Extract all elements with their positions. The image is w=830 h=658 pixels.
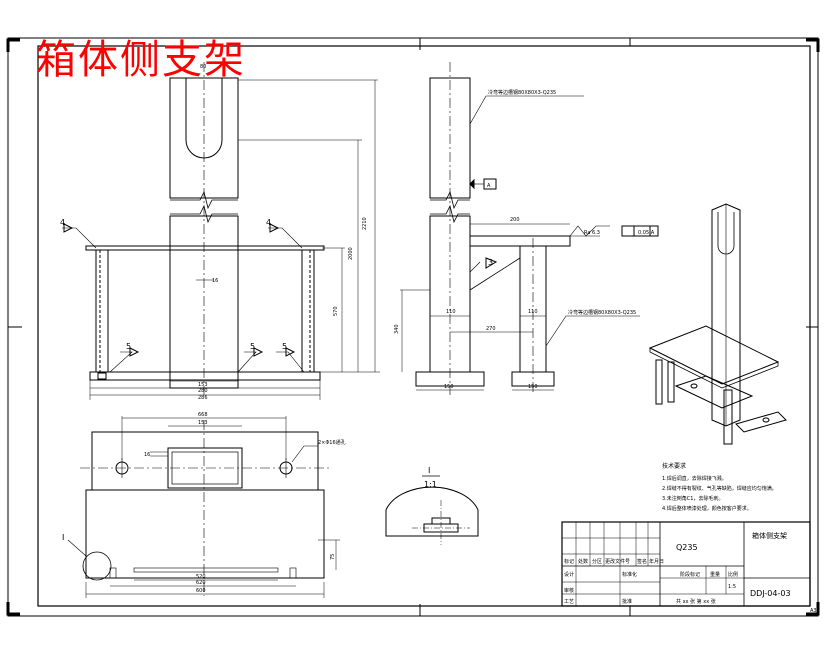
weld-size-4: 5 (250, 342, 255, 351)
tech-notes: 技术要求 1.焊后调直，去除焊接飞溅。 2.焊缝不得有裂纹、气孔等缺陷，焊缝应均… (662, 462, 777, 512)
detail-mark: I (62, 533, 64, 542)
plan-view (67, 416, 340, 598)
row-process: 工艺 (564, 599, 574, 605)
detail-label-bottom: 1:1 (424, 480, 437, 489)
note-item-3: 3.未注倒角C1，去除毛刺。 (662, 495, 723, 502)
weight-label: 重量 (710, 571, 720, 578)
weld-size-2: 4 (266, 218, 271, 227)
row-approve: 批准 (622, 598, 632, 605)
header-mark: 标记 (564, 558, 574, 565)
plan-view-labels: 668 153 16 2×Φ16通孔 520 620 600 75 I (62, 412, 346, 594)
dim-plan-total: 600 (196, 588, 206, 594)
dim-150: 150 (444, 384, 454, 390)
header-sign: 签名 (637, 558, 647, 565)
title-block (561, 521, 811, 607)
corner-marks (6, 38, 820, 616)
dim-center-mark: 16 (212, 278, 218, 284)
drawing-number: DDJ-04-03 (750, 589, 791, 598)
dim-110: 110 (446, 309, 456, 315)
tolerance-label: 0.05 A (638, 230, 655, 236)
dim-153: 153 (198, 382, 208, 388)
dim-top-width: 80 (200, 64, 206, 70)
dim-150-b: 150 (528, 384, 538, 390)
header-zone: 分区 (592, 558, 602, 565)
scale-label: 比例 (728, 571, 738, 578)
header-date: 年月日 (649, 558, 664, 565)
dim-270: 270 (486, 326, 496, 332)
dim-plan-width: 668 (198, 412, 208, 418)
bolt-note: 2×Φ16通孔 (318, 439, 346, 446)
scale-value: 1:5 (728, 584, 736, 590)
side-view-labels: 200 270 110 110 340 150 150 A 冷弯等边槽钢80X8… (394, 89, 655, 390)
notes-heading: 技术要求 (662, 462, 686, 470)
dim-bolt-span2: 520 (196, 574, 206, 580)
title-block-text: Q235 箱体侧支架 DDJ-04-03 标记 处数 分区 更改文件号 签名 年… (564, 531, 817, 614)
roughness-label: Ra 6.3 (584, 230, 600, 236)
dim-286: 286 (198, 395, 208, 401)
dim-lower-height: 570 (333, 306, 339, 316)
dim-280: 280 (198, 388, 208, 394)
side-view (400, 62, 659, 395)
dim-height-right: 2000 (348, 247, 354, 260)
row-review: 审核 (564, 587, 574, 594)
row-standard: 标准化 (622, 571, 637, 578)
note-item-2: 2.焊缝不得有裂纹、气孔等缺陷，焊缝应均匀饱满。 (662, 485, 777, 492)
sheet-info: 共 xx 张 第 xx 张 (676, 598, 716, 605)
weld-size-1: 4 (60, 218, 65, 227)
outer-frame (7, 37, 819, 617)
detail-view-labels: I 1:1 (424, 466, 437, 489)
datum-label: A (487, 183, 491, 189)
material-label: Q235 (676, 543, 698, 552)
weld-size-6: 3 (488, 258, 493, 267)
dim-110-b: 110 (528, 309, 538, 315)
header-count: 处数 (578, 558, 588, 565)
note-item-1: 1.焊后调直，去除焊接飞溅。 (662, 475, 727, 482)
center-ticks (8, 38, 818, 616)
detail-label-top: I (428, 466, 430, 475)
dim-overall-height: 2210 (362, 217, 368, 230)
drawing-title: 箱体侧支架 (36, 37, 246, 83)
dim-plan-inner: 153 (198, 420, 208, 426)
dim-plan-small: 75 (330, 554, 336, 560)
front-view (62, 62, 380, 400)
stage-label: 阶段标记 (680, 571, 700, 578)
inner-frame (37, 45, 811, 607)
dim-plan-mark: 16 (144, 452, 150, 458)
dim-bolt-span: 620 (196, 580, 206, 586)
detail-view (385, 475, 479, 545)
dim-200: 200 (510, 217, 520, 223)
material-note-bottom: 冷弯等边槽钢80X80X3-Q235 (568, 309, 636, 316)
row-design: 设计 (564, 571, 574, 578)
sheet-size: A3 (810, 608, 817, 614)
part-name: 箱体侧支架 (752, 531, 787, 540)
header-change-doc: 更改文件号 (605, 558, 630, 565)
material-note-top: 冷弯等边槽钢80X80X3-Q235 (488, 89, 556, 96)
front-view-labels: 80 2210 2000 570 153 280 286 16 4 4 5 5 … (60, 64, 368, 401)
weld-size-5: 5 (282, 342, 287, 351)
isometric-view (648, 203, 787, 445)
note-item-4: 4.焊后整体喷漆处理，颜色按客户要求。 (662, 505, 752, 512)
weld-size-3: 5 (126, 342, 131, 351)
dim-340: 340 (394, 324, 400, 334)
